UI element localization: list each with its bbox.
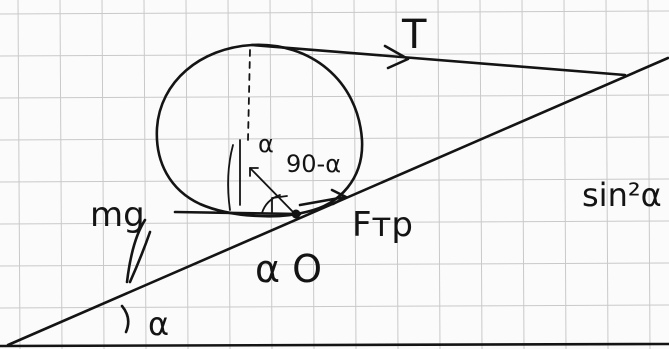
contact-point (291, 209, 301, 219)
tension-label: T (401, 12, 427, 58)
angle-arc-contact (261, 194, 281, 214)
normal-line (249, 167, 297, 216)
friction-label: Fтр (352, 205, 413, 245)
friction-arrow-head (330, 188, 348, 206)
grid-line-horizontal (0, 10, 669, 15)
grid-line-vertical (605, 0, 609, 349)
side-note: sin²α (582, 176, 662, 214)
mg-squiggle-2 (125, 218, 147, 284)
grid-line-horizontal (0, 262, 669, 267)
grid-line-vertical (437, 0, 441, 349)
vertical-angle-label: α (258, 130, 274, 158)
gravity-curve (227, 144, 234, 211)
grid-line-vertical (17, 0, 21, 349)
center-label: α O (255, 247, 322, 291)
friction-vector (298, 195, 347, 207)
grid-line-horizontal (0, 304, 669, 309)
base-angle-label: α (148, 305, 169, 343)
grid-line-vertical (143, 0, 147, 349)
grid-line-horizontal (0, 94, 669, 99)
tension-line (250, 43, 627, 77)
grid-line-horizontal (0, 178, 669, 183)
cylinder-circle (155, 43, 364, 218)
grid-line-vertical (59, 0, 63, 349)
base-angle-arc (120, 304, 130, 334)
grid-line-vertical (479, 0, 483, 349)
horizontal-mg-line (173, 210, 302, 216)
grid-line-vertical (521, 0, 525, 349)
normal-arrow-head (249, 167, 259, 177)
grid-line-horizontal (0, 136, 669, 141)
ground-line (0, 342, 669, 348)
mg-squiggle (128, 230, 152, 284)
grid-line-vertical (101, 0, 105, 349)
grid-line-horizontal (0, 220, 669, 225)
grid-line-horizontal (0, 52, 669, 57)
weight-label: mg (90, 195, 145, 235)
vertical-dashed-line (247, 49, 251, 141)
tension-arrow-head (383, 44, 410, 70)
grid-line-vertical (269, 0, 273, 349)
complement-angle-label: 90-α (286, 150, 341, 178)
grid-line-vertical (563, 0, 567, 349)
grid-line-vertical (185, 0, 189, 349)
grid-line-vertical (647, 0, 651, 349)
